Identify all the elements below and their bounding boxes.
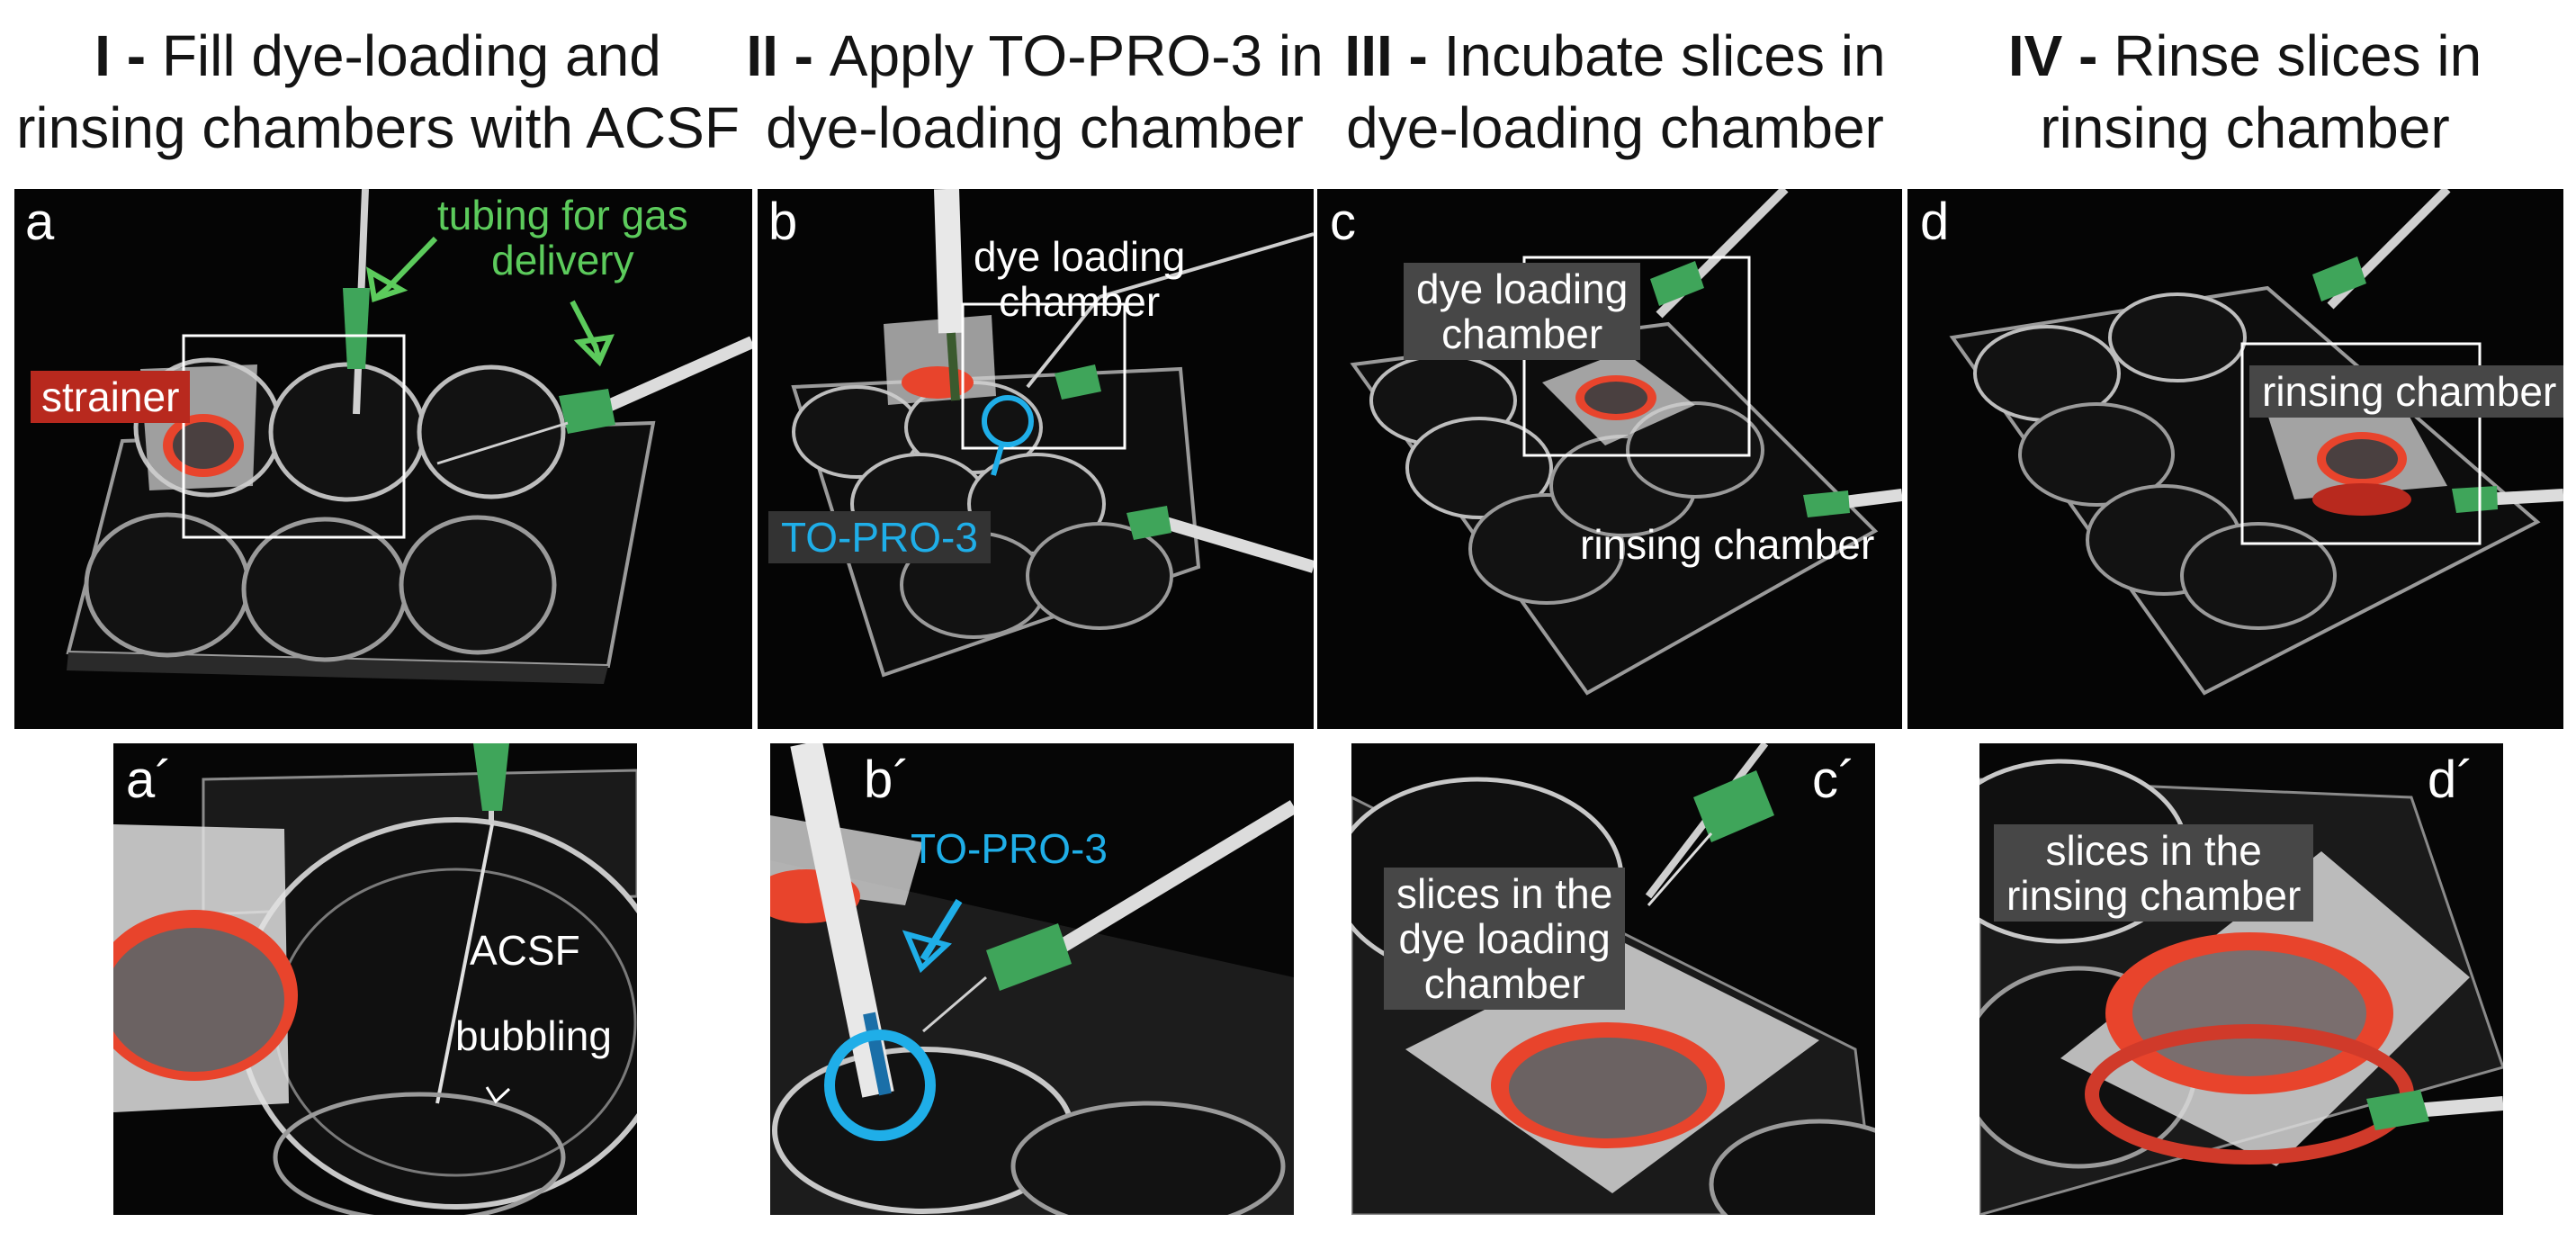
panel-letter: b <box>768 193 798 251</box>
to-pro-3-label: TO-PRO-3 <box>768 511 991 563</box>
photo-panel-c: c dye loading chamber rinsing chamber <box>1317 189 1902 729</box>
label-line-2: rinsing chamber <box>2006 872 2302 919</box>
well-plate-photo <box>66 189 752 684</box>
photo-panel-d: d rinsing chamber <box>1907 189 2563 729</box>
column-title-4: IV - Rinse slices in rinsing chamber <box>1943 20 2546 164</box>
tubing-label: tubing for gas delivery <box>437 193 688 283</box>
photo-panel-a: a strainer tubing for gas delivery <box>14 189 752 729</box>
panel-letter: b´ <box>864 751 911 809</box>
panel-letter: c´ <box>1812 751 1856 809</box>
slices-rinsing-chamber-label: slices in the rinsing chamber <box>1994 824 2314 922</box>
rinsing-chamber-closeup-photo <box>1979 743 2503 1215</box>
label-line-1: slices in the <box>1396 870 1613 917</box>
photo-panel-a-prime: a´ ACSF bubbling <box>113 743 637 1215</box>
step-separator: - <box>110 23 162 88</box>
tubing-label-line-1: tubing for gas <box>437 192 688 238</box>
step-separator: - <box>2062 23 2114 88</box>
label-line-2: chamber <box>1441 310 1603 357</box>
photo-panel-b: b dye loading chamber TO-PRO-3 <box>758 189 1314 729</box>
well-plate-photo <box>1350 189 1902 696</box>
photo-panel-d-prime: d´ slices in the rinsing chamber <box>1979 743 2503 1215</box>
panel-letter: c <box>1330 193 1356 251</box>
label-line-2: chamber <box>999 278 1161 325</box>
title-line-1: Rinse slices in <box>2114 23 2482 88</box>
label-line-3: chamber <box>1423 960 1585 1007</box>
step-numeral: II <box>746 23 778 88</box>
step-numeral: III <box>1344 23 1393 88</box>
title-line-1: Incubate slices in <box>1443 23 1886 88</box>
title-line-1: Fill dye-loading and <box>161 23 661 88</box>
step-numeral: IV <box>2007 23 2063 88</box>
well-plate-photo <box>791 189 1314 678</box>
title-line-2: dye-loading chamber <box>1346 95 1884 160</box>
well-plate-photo <box>1949 189 2563 696</box>
title-line-2: dye-loading chamber <box>766 95 1304 160</box>
panel-letter: a´ <box>126 751 173 809</box>
rinsing-chamber-label: rinsing chamber <box>2249 365 2563 418</box>
bubbling-label: bubbling <box>455 1012 612 1059</box>
column-title-3: III - Incubate slices in dye-loading cha… <box>1323 20 1907 164</box>
label-line-1: slices in the <box>2045 827 2262 874</box>
dye-loading-chamber-label: dye loading chamber <box>1404 263 1641 360</box>
acsf-label: ACSF <box>470 927 580 974</box>
pipette-closeup-photo <box>770 743 1294 1215</box>
rinsing-chamber-label: rinsing chamber <box>1580 521 1875 568</box>
panel-letter: a <box>25 193 55 251</box>
to-pro-3-label: TO-PRO-3 <box>911 825 1108 872</box>
panel-letter: d <box>1920 193 1950 251</box>
step-separator: - <box>777 23 830 88</box>
title-line-1: Apply TO-PRO-3 in <box>829 23 1324 88</box>
label-line-2: dye loading <box>1398 915 1611 962</box>
slices-dye-chamber-label: slices in the dye loading chamber <box>1384 868 1626 1010</box>
photo-panel-b-prime: b´ TO-PRO-3 <box>770 743 1294 1215</box>
step-separator: - <box>1392 23 1444 88</box>
column-title-1: I - Fill dye-loading and rinsing chamber… <box>0 20 756 164</box>
photo-panel-c-prime: c´ slices in the dye loading chamber <box>1351 743 1875 1215</box>
label-line-1: dye loading <box>1416 265 1629 312</box>
column-title-2: II - Apply TO-PRO-3 in dye-loading chamb… <box>738 20 1332 164</box>
tubing-label-line-2: delivery <box>491 237 634 283</box>
dye-loading-chamber-label: dye loading chamber <box>974 234 1185 324</box>
step-numeral: I <box>94 23 111 88</box>
strainer-closeup-photo <box>113 743 637 1215</box>
panel-letter: d´ <box>2428 751 2474 809</box>
label-line-1: dye loading <box>974 233 1186 280</box>
title-line-2: rinsing chamber <box>2040 95 2450 160</box>
strainer-label: strainer <box>31 371 191 423</box>
title-line-2: rinsing chambers with ACSF <box>16 95 740 160</box>
